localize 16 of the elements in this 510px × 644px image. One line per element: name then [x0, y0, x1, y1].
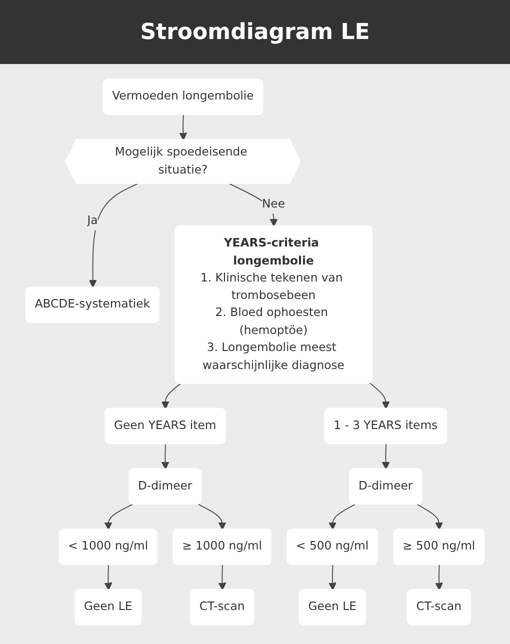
arrow — [104, 564, 112, 590]
arrow — [416, 504, 444, 530]
arrow — [161, 444, 170, 470]
arrow — [161, 383, 181, 410]
arrow — [198, 504, 226, 530]
arrow — [382, 444, 390, 470]
arrow — [104, 504, 134, 530]
arrow — [218, 564, 226, 590]
edge-label: Nee — [262, 198, 285, 212]
arrow — [88, 183, 138, 288]
arrow — [370, 382, 390, 410]
arrow — [328, 504, 356, 530]
arrow — [328, 564, 336, 590]
arrow — [179, 114, 188, 140]
arrow — [435, 564, 444, 590]
title: Stroomdiagram LE — [140, 20, 370, 44]
